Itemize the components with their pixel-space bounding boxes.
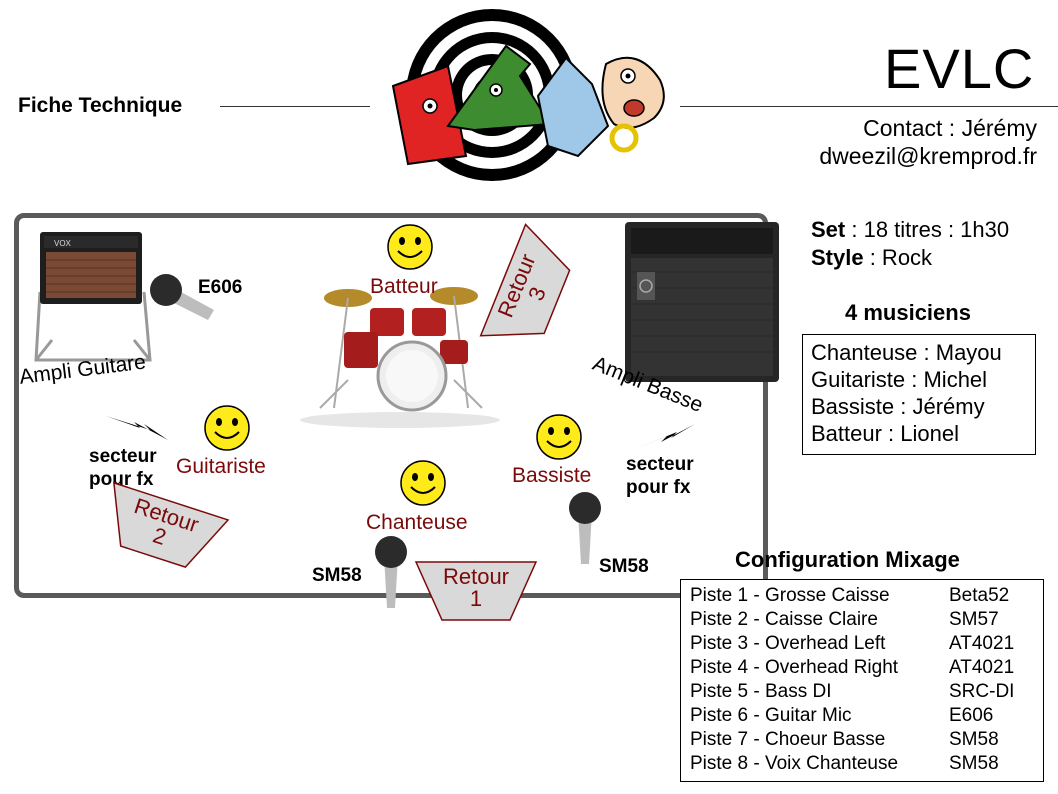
power-bolt-icon-left xyxy=(106,416,168,440)
batteur-smiley-icon xyxy=(387,224,433,270)
sm58-mic-icon-right xyxy=(569,492,601,564)
retour-1-label: Retour 1 xyxy=(442,564,510,611)
guitariste-label: Guitariste xyxy=(176,455,266,478)
sm58-mic-icon-left xyxy=(375,536,407,608)
header-divider-right xyxy=(680,106,1058,107)
power-bolt-icon-right xyxy=(633,424,695,450)
batteur-label: Batteur xyxy=(370,275,438,298)
retour-2-group: Retour 2 xyxy=(93,480,230,577)
list-item: Bassiste : Jérémy xyxy=(811,394,985,419)
amp-brand-label: VOX xyxy=(54,239,72,248)
band-logo xyxy=(391,9,665,181)
mix-heading: Configuration Mixage xyxy=(735,547,960,572)
secteur-right-label: secteur pour fx xyxy=(626,454,694,498)
mic-e606-label: E606 xyxy=(198,277,243,298)
style-info: Style : Rock xyxy=(811,245,933,270)
guitariste-smiley-icon xyxy=(204,405,250,451)
musicians-heading: 4 musiciens xyxy=(845,300,971,325)
chanteuse-label: Chanteuse xyxy=(366,511,468,534)
cartoon-face-shape xyxy=(601,56,665,129)
retour-2-wedge xyxy=(113,481,230,568)
retour-3-wedge xyxy=(479,223,571,337)
drum-kit-icon xyxy=(300,287,500,428)
list-item: Chanteuse : Mayou xyxy=(811,340,1002,365)
sm58-right-label: SM58 xyxy=(599,556,649,577)
band-name: EVLC xyxy=(884,37,1035,100)
guitar-amp-icon: VOX xyxy=(34,232,152,362)
musicians-list: Chanteuse : Mayou Guitariste : Michel Ba… xyxy=(802,334,1036,455)
secteur-left-label: secteur pour fx xyxy=(89,446,157,490)
contact-email[interactable]: dweezil@kremprod.fr xyxy=(819,143,1037,169)
list-item: Guitariste : Michel xyxy=(811,367,988,392)
bassiste-label: Bassiste xyxy=(512,464,592,487)
chanteuse-smiley-icon xyxy=(400,460,446,506)
retour-3-group: Retour 3 xyxy=(478,222,582,360)
contact-line: Contact : Jérémy xyxy=(863,115,1037,141)
list-item: Batteur : Lionel xyxy=(811,421,959,446)
bass-amp-icon xyxy=(625,222,779,382)
header-divider-left xyxy=(220,106,370,107)
bassiste-smiley-icon xyxy=(536,414,582,460)
page-title: Fiche Technique xyxy=(18,94,183,117)
blue-face-shape xyxy=(536,56,610,158)
set-info: Set : 18 titres : 1h30 xyxy=(811,217,1010,242)
red-face-shape xyxy=(391,64,468,166)
e606-mic-icon xyxy=(150,274,214,320)
sm58-left-label: SM58 xyxy=(312,565,362,586)
retour-1-wedge xyxy=(414,561,538,621)
